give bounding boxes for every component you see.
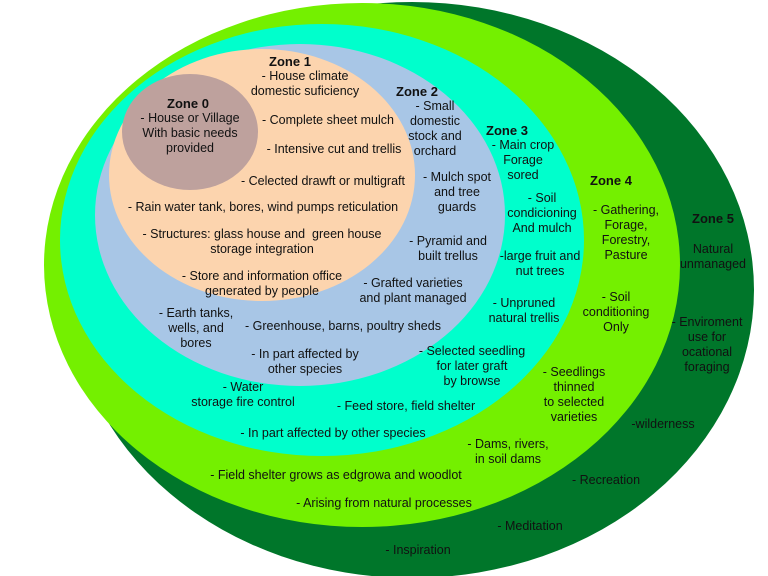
zone4-item: - Dams, rivers, in soil dams bbox=[467, 437, 549, 466]
zone3-item: -large fruit and nut trees bbox=[499, 249, 581, 278]
zone3-item: - Unpruned natural trellis bbox=[488, 296, 560, 325]
zone0-ring bbox=[122, 74, 258, 190]
zone4-item: - Gathering, Forage, Forestry, Pasture bbox=[592, 203, 660, 262]
zone4-item: - Soil conditioning Only bbox=[582, 290, 650, 334]
zone3-title: Zone 3 bbox=[486, 123, 528, 138]
zone1-item: - Structures: glass house and green hous… bbox=[142, 227, 382, 256]
zone5-item: - Recreation bbox=[571, 473, 641, 487]
zone1-title: Zone 1 bbox=[269, 54, 311, 69]
zone5-title: Zone 5 bbox=[692, 211, 734, 226]
zone2-item: - Mulch spot and tree guards bbox=[422, 170, 492, 214]
zone5-item: -wilderness bbox=[631, 417, 695, 431]
zone3-item: - In part affected by other species bbox=[240, 426, 426, 440]
zone1-item: - Intensive cut and trellis bbox=[266, 142, 402, 156]
zone3-item: - Soil condicioning And mulch bbox=[507, 191, 577, 235]
zone3-item: - Main crop Forage sored bbox=[491, 138, 555, 182]
zone5-item: - Enviroment use for ocational foraging bbox=[671, 315, 743, 374]
zone2-item: - Pyramid and built trellus bbox=[409, 234, 487, 263]
zone1-item: - Rain water tank, bores, wind pumps ret… bbox=[127, 200, 399, 214]
zone4-item: - Arising from natural processes bbox=[296, 496, 472, 510]
zone0-title: Zone 0 bbox=[167, 96, 209, 111]
zone2-title: Zone 2 bbox=[396, 84, 438, 99]
zone3-item: - Water storage fire control bbox=[191, 380, 295, 409]
zone1-item: - House climate domestic suficiency bbox=[250, 69, 360, 98]
zone3-item: - Feed store, field shelter bbox=[336, 399, 476, 413]
zone3-item: - Selected seedling for later graft by b… bbox=[418, 344, 526, 388]
zone1-item: - Store and information office generated… bbox=[181, 269, 343, 298]
zone1-item: - Complete sheet mulch bbox=[261, 113, 395, 127]
zone5-item: Natural unmanaged bbox=[679, 242, 747, 271]
zone5-item: - Inspiration bbox=[385, 543, 451, 557]
zone2-item: - Small domestic stock and orchard bbox=[408, 99, 462, 158]
zone5-item: - Meditation bbox=[497, 519, 563, 533]
zone4-item: - Seedlings thinned to selected varietie… bbox=[542, 365, 606, 424]
zone2-item: - Earth tanks, wells, and bores bbox=[158, 306, 234, 350]
zone1-item: - Celected drawft or multigraft bbox=[241, 174, 405, 188]
zone2-item: - Grafted varieties and plant managed bbox=[359, 276, 467, 305]
zone4-item: - Field shelter grows as edgrowa and woo… bbox=[210, 468, 462, 482]
zone2-item: - In part affected by other species bbox=[251, 347, 359, 376]
zone2-item: - Greenhouse, barns, poultry sheds bbox=[245, 319, 441, 333]
zone0-item: - House or Village With basic needs prov… bbox=[140, 111, 240, 155]
zone4-title: Zone 4 bbox=[590, 173, 632, 188]
